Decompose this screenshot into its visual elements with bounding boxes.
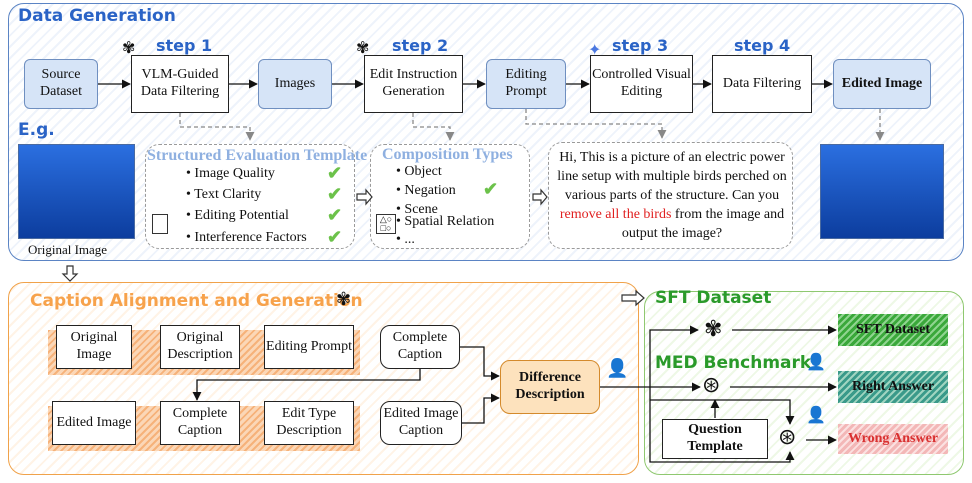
complete-caption-top-node: Complete Caption [380, 325, 460, 369]
data-generation-title: Data Generation [18, 6, 176, 26]
prompt-highlight: remove all the birds [559, 206, 672, 222]
original-description-node: Original Description [160, 325, 240, 369]
evaluation-template-card [145, 144, 355, 249]
openai-logo-icon: ⊛ [702, 372, 721, 397]
evaluation-template-title: Structured Evaluation Template [147, 147, 368, 164]
check-icon: ✔ [483, 179, 499, 199]
editing-prompt-node: Editing Prompt [486, 59, 566, 109]
composition-item: • Scene [396, 202, 438, 217]
right-answer-bar: Right Answer [838, 371, 948, 403]
edit-instruction-node: Edit Instruction Generation [364, 55, 463, 113]
edited-image-photo [820, 144, 944, 239]
original-image-photo [18, 144, 135, 239]
step-1-label: step 1 [156, 36, 213, 55]
composition-item: • Object [396, 164, 442, 179]
caption-alignment-title: Caption Alignment and Generation [30, 291, 363, 311]
step-3-label: step 3 [612, 36, 669, 55]
user-check-icon: 👤 [806, 407, 826, 424]
source-dataset-node: Source Dataset [24, 59, 98, 109]
question-template-node: Question Template [662, 419, 768, 459]
composition-item: • ... [396, 232, 415, 247]
composition-item: • Spatial Relation [396, 214, 495, 229]
step-2-label: step 2 [392, 36, 449, 55]
prompt-example-text: Hi, This is a picture of an electric pow… [557, 150, 787, 241]
edited-image-node: Edited Image [833, 59, 931, 109]
evaluation-item: • Image Quality [186, 166, 275, 181]
template-document-icon [152, 214, 168, 234]
edit-type-description-node: Edit Type Description [264, 401, 354, 445]
model-logo-icon: ✾ [704, 316, 723, 341]
edited-image-caption-input-node: Edited Image [52, 401, 136, 445]
evaluation-item: • Interference Factors [186, 230, 307, 245]
original-image-caption: Original Image [28, 242, 108, 257]
complete-caption-node: Complete Caption [160, 401, 240, 445]
step-4-label: step 4 [734, 36, 791, 55]
check-icon: ✔ [327, 227, 343, 247]
editing-prompt-caption-node: Editing Prompt [264, 325, 354, 369]
sft-dataset-title: SFT Dataset [655, 288, 772, 308]
sft-dataset-bar: SFT Dataset [838, 314, 948, 346]
user-check-icon: 👤 [806, 354, 826, 371]
user-check-icon: 👤 [606, 358, 629, 378]
original-image-node: Original Image [56, 325, 132, 369]
composition-types-title: Composition Types [382, 146, 513, 163]
model-logo-icon: ✾ [122, 40, 136, 57]
gemini-sparkle-icon: ✦ [588, 42, 602, 59]
med-benchmark-title: MED Benchmark [655, 353, 812, 373]
openai-logo-icon: ⊛ [778, 424, 797, 449]
difference-description-node: Difference Description [500, 360, 600, 414]
controlled-editing-node: Controlled Visual Editing [590, 55, 693, 113]
check-icon: ✔ [327, 163, 343, 183]
wrong-answer-bar: Wrong Answer [838, 424, 948, 454]
shapes-icon: △○□○ [376, 214, 396, 234]
evaluation-item: • Text Clarity [186, 187, 262, 202]
composition-item: • Negation [396, 183, 456, 198]
data-filtering-node: Data Filtering [712, 55, 812, 113]
images-node: Images [258, 59, 332, 109]
edited-image-caption-node: Edited Image Caption [380, 401, 462, 445]
check-icon: ✔ [327, 184, 343, 204]
check-icon: ✔ [327, 205, 343, 225]
prompt-example-card [548, 142, 793, 249]
evaluation-item: • Editing Potential [186, 208, 289, 223]
model-logo-icon: ✾ [336, 289, 352, 309]
example-label: E.g. [18, 120, 55, 140]
vlm-filtering-node: VLM-Guided Data Filtering [131, 55, 229, 113]
composition-types-card [370, 144, 530, 249]
model-logo-icon: ✾ [356, 40, 370, 57]
